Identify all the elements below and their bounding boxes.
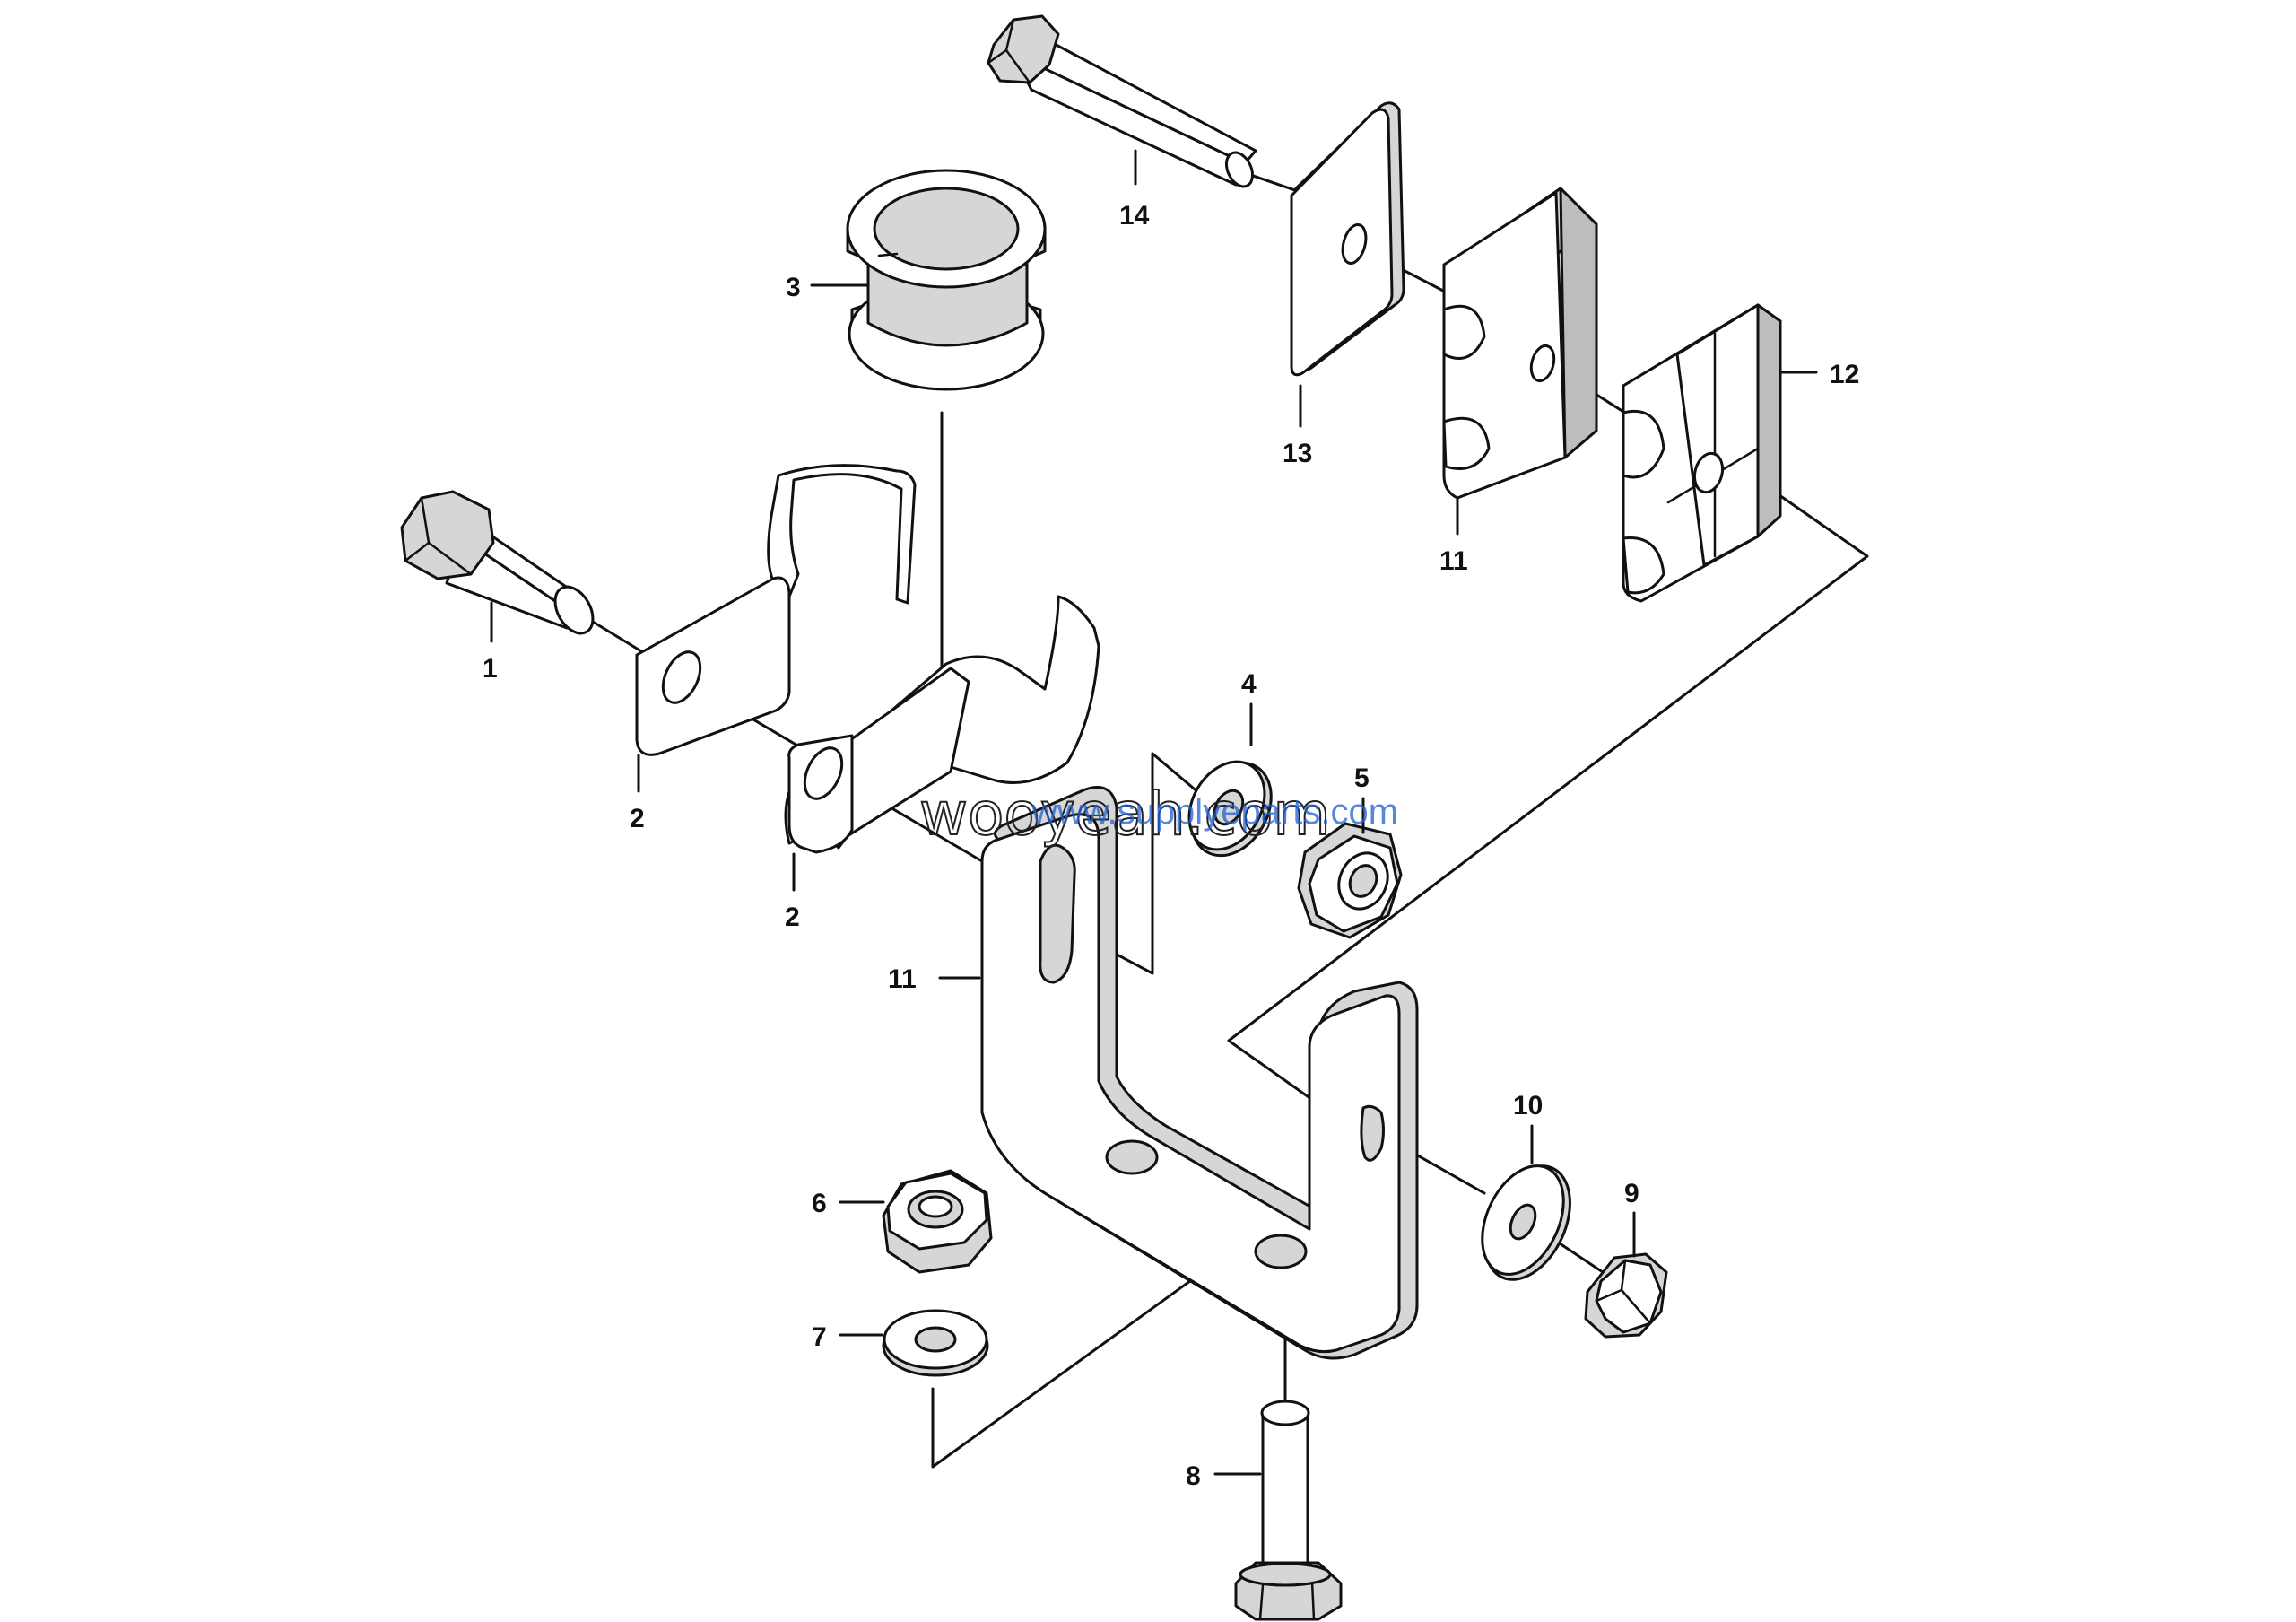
callout-1: 1 bbox=[483, 654, 498, 684]
strap-clamp-2-lower bbox=[784, 595, 1100, 854]
clamp-half-11-left bbox=[1442, 187, 1598, 500]
nut-9 bbox=[1584, 1252, 1668, 1339]
washer-10 bbox=[1481, 1164, 1571, 1281]
watermark-secondary: www.supplyeparts.com bbox=[1031, 792, 1398, 832]
washer-7 bbox=[882, 1309, 989, 1377]
callout-2-lower: 2 bbox=[785, 903, 800, 932]
callout-7: 7 bbox=[812, 1322, 827, 1352]
watermark-primary: wooyeah.com bbox=[919, 780, 1331, 849]
callout-12: 13 bbox=[1283, 439, 1312, 468]
callout-3: 3 bbox=[786, 273, 801, 302]
nut-5 bbox=[1297, 822, 1403, 939]
callout-numbers: 14 3 13 11 12 1 2 2 4 5 11 10 9 6 7 8 bbox=[483, 201, 1859, 1491]
callout-11-left: 11 bbox=[1439, 546, 1468, 576]
plate-12 bbox=[1290, 101, 1405, 377]
bolt-13 bbox=[987, 14, 1257, 188]
callout-13: 14 bbox=[1119, 201, 1150, 231]
callout-10: 10 bbox=[1513, 1091, 1543, 1121]
bolt-1 bbox=[400, 490, 595, 635]
callout-9: 9 bbox=[1624, 1179, 1639, 1208]
callout-8: 8 bbox=[1186, 1461, 1201, 1491]
bushing-3 bbox=[846, 169, 1047, 391]
callout-leaders bbox=[490, 149, 1818, 1476]
callout-4: 4 bbox=[1241, 669, 1257, 699]
callout-2-upper: 2 bbox=[630, 804, 645, 833]
clamp-half-11-right bbox=[1622, 303, 1782, 603]
watermark: wooyeah.com www.supplyeparts.com bbox=[918, 779, 1398, 850]
bracket-14 bbox=[980, 786, 1419, 1360]
strap-clamp-2-upper bbox=[635, 464, 917, 756]
nut-6 bbox=[882, 1169, 993, 1274]
callout-11-right: 12 bbox=[1830, 360, 1859, 389]
washer-4 bbox=[1187, 760, 1273, 858]
callout-14: 11 bbox=[888, 964, 917, 994]
bolt-8 bbox=[1234, 1400, 1343, 1621]
callout-6: 6 bbox=[812, 1189, 827, 1218]
callout-5: 5 bbox=[1354, 763, 1370, 793]
